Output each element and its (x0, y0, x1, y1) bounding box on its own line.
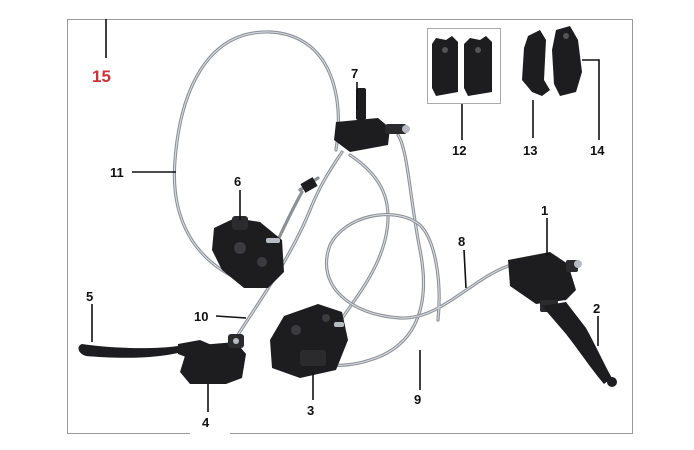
brake-hose-upper-loop (333, 153, 390, 332)
brake-hose-8 (324, 213, 510, 322)
callout-7: 7 (351, 66, 358, 81)
callout-4: 4 (202, 415, 210, 430)
brake-lever-assembly-left (78, 334, 246, 384)
leader-10 (215, 315, 247, 319)
brake-lever-assembly-right (508, 252, 617, 387)
brake-pad-14 (552, 26, 582, 96)
brake-pads-12 (432, 36, 492, 96)
callout-10: 10 (194, 309, 208, 324)
leader-14 (582, 59, 600, 140)
callout-11: 11 (110, 165, 124, 180)
diagram-frame (67, 19, 633, 434)
callout-1: 1 (541, 203, 548, 218)
callout-14: 14 (590, 143, 605, 158)
brake-caliper-3 (270, 304, 348, 378)
callout-5: 5 (86, 289, 93, 304)
brake-pad-13 (522, 30, 550, 96)
leader-8 (463, 249, 467, 289)
brake-caliper-6 (212, 216, 284, 288)
frame-gap (190, 430, 230, 436)
callout-12: 12 (452, 143, 466, 158)
callout-13: 13 (523, 143, 537, 158)
brake-hose-10 (234, 150, 344, 340)
brake-hose-11 (172, 30, 340, 284)
hose-clip-block (300, 177, 318, 193)
brake-hose-9 (328, 133, 426, 367)
label-15: 15 (92, 67, 111, 86)
master-cylinder-7 (334, 88, 410, 152)
brake-pads-box (427, 28, 501, 104)
callout-9: 9 (414, 392, 421, 407)
callout-6: 6 (234, 174, 241, 189)
callout-2: 2 (593, 301, 600, 316)
callout-8: 8 (458, 234, 465, 249)
callout-3: 3 (307, 403, 314, 418)
hose-caliper-6-link (276, 190, 304, 242)
